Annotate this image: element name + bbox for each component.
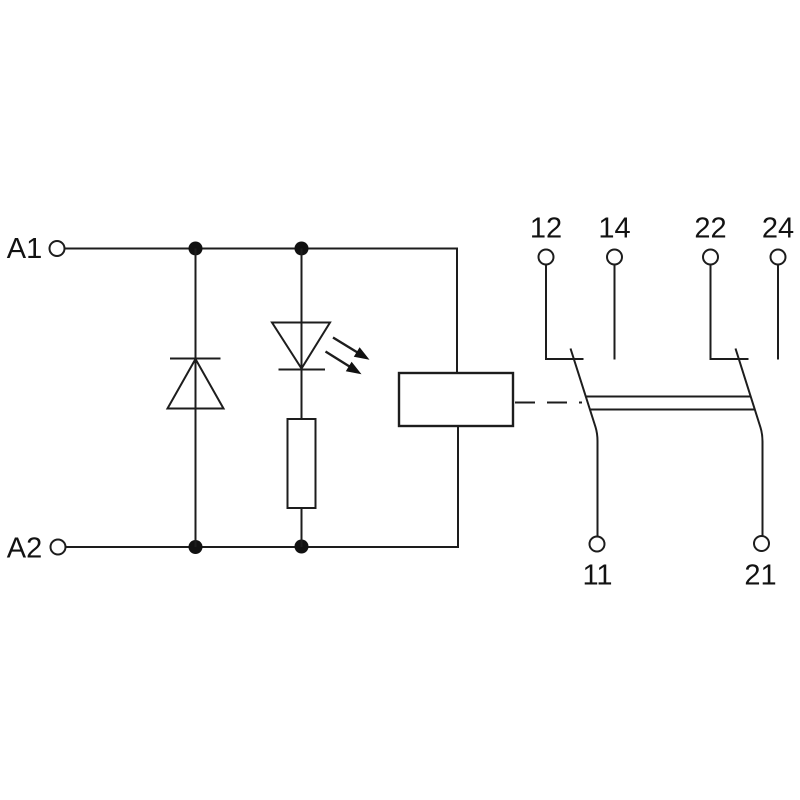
emission-arrow-head bbox=[353, 347, 370, 360]
terminal-24-label: 24 bbox=[762, 213, 794, 245]
terminal-a2-label: A2 bbox=[7, 533, 42, 565]
a2-wire bbox=[65, 426, 459, 548]
changeover-contact-right: 21 bbox=[734, 348, 777, 592]
relay-coil-box bbox=[397, 371, 515, 428]
emission-arrow-line bbox=[324, 350, 351, 368]
contact-12-wire bbox=[545, 264, 584, 360]
contact-armature bbox=[569, 348, 599, 537]
terminal-14-circle bbox=[606, 248, 623, 266]
contact-22-wire bbox=[709, 264, 749, 360]
diode-triangle bbox=[165, 356, 226, 410]
emission-arrow-line bbox=[332, 336, 359, 354]
terminal-22-circle bbox=[702, 248, 719, 266]
changeover-contact-left: 11 bbox=[569, 348, 613, 592]
terminal-14-label: 14 bbox=[598, 213, 630, 245]
terminal-a2-circle bbox=[49, 538, 67, 556]
resistor-body bbox=[286, 418, 317, 509]
light-emission-arrows bbox=[324, 336, 370, 375]
coil-circuit: A1 A2 bbox=[7, 233, 582, 565]
terminal-11-label: 11 bbox=[582, 560, 612, 592]
terminal-21-label: 21 bbox=[744, 560, 776, 592]
led-symbol bbox=[270, 248, 370, 419]
led-triangle bbox=[270, 321, 332, 371]
resistor-symbol bbox=[286, 418, 317, 547]
terminal-11-circle bbox=[588, 535, 606, 553]
terminal-12-label: 12 bbox=[530, 213, 562, 245]
terminal-a1-label: A1 bbox=[7, 233, 42, 265]
contact-circuit: 12 14 22 24 11 bbox=[530, 213, 794, 592]
terminal-22-label: 22 bbox=[694, 213, 726, 245]
terminal-a1-circle bbox=[48, 240, 66, 257]
suppressor-diode-symbol bbox=[165, 248, 226, 547]
terminal-21-circle bbox=[753, 535, 770, 552]
a1-wire bbox=[64, 247, 458, 373]
terminal-12-circle bbox=[537, 248, 555, 266]
emission-arrow-head bbox=[345, 361, 362, 375]
contact-armature bbox=[734, 348, 764, 536]
terminal-24-circle bbox=[769, 248, 787, 266]
